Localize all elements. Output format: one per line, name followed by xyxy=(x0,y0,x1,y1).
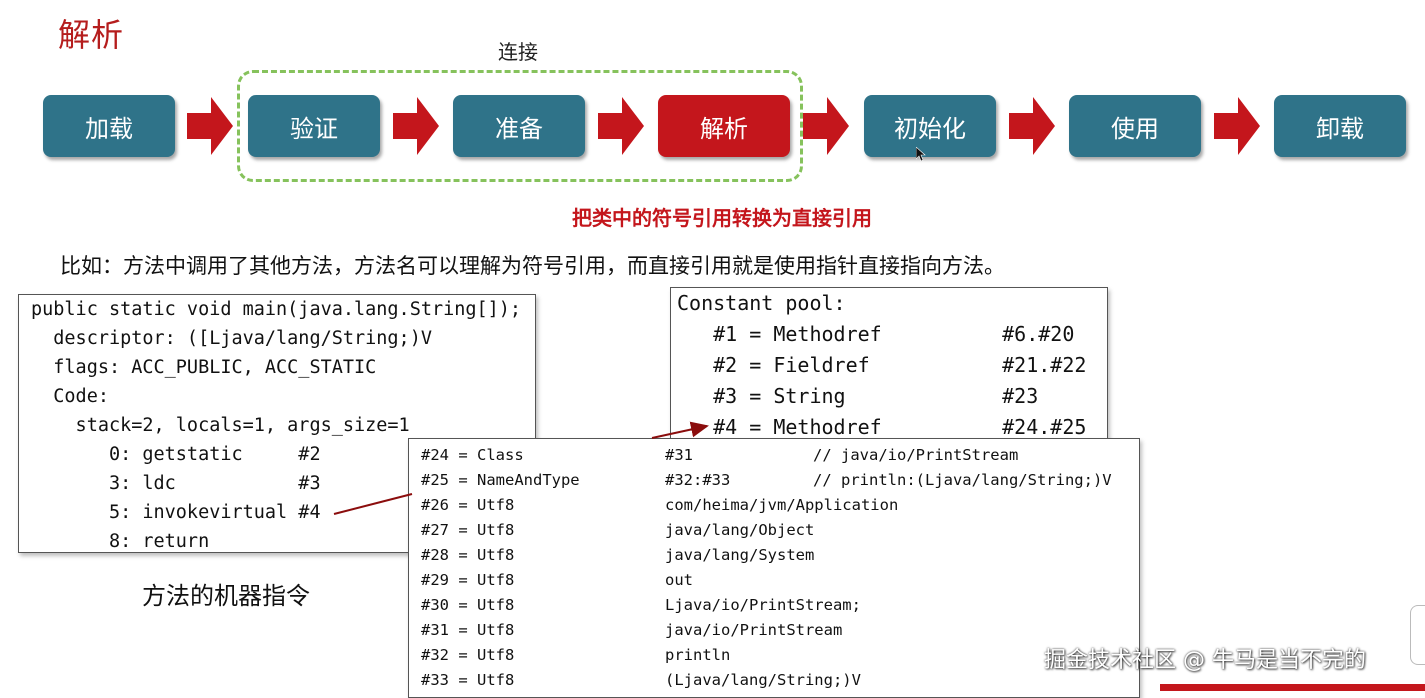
code-line: stack=2, locals=1, args_size=1 xyxy=(31,415,410,436)
pool-entry-id: #24 = Class xyxy=(421,446,524,464)
code-line: 8: return xyxy=(31,531,210,552)
constant-pool-line: #1 = Methodref #6.#20 xyxy=(677,322,1075,346)
flow-arrow-icon xyxy=(187,97,233,155)
stage-unloading: 卸载 xyxy=(1274,95,1406,157)
connect-label: 连接 xyxy=(498,40,538,64)
pool-entry-row: #31 = Utf8 java/io/PrintStream xyxy=(409,617,1139,642)
stage-using: 使用 xyxy=(1069,95,1201,157)
stage-loading: 加载 xyxy=(43,95,175,157)
pool-entry-row: #26 = Utf8 com/heima/jvm/Application xyxy=(409,492,1139,517)
corner-decoration-bar xyxy=(1160,684,1425,691)
example-text: 比如：方法中调用了其他方法，方法名可以理解为符号引用，而直接引用就是使用指针直接… xyxy=(60,254,1005,278)
pool-entry-value: java/lang/Object xyxy=(665,521,815,539)
pool-entry-value: com/heima/jvm/Application xyxy=(665,496,899,514)
constant-pool-header: Constant pool: xyxy=(677,291,846,315)
machine-instructions-caption: 方法的机器指令 xyxy=(142,582,310,610)
page-title: 解析 xyxy=(58,16,125,54)
constant-pool-line: #2 = Fieldref #21.#22 xyxy=(677,353,1087,377)
pool-entry-comment: // java/io/PrintStream xyxy=(813,446,1019,464)
pool-entry-value: #31 xyxy=(665,446,693,464)
code-line: 5: invokevirtual #4 xyxy=(31,502,321,523)
watermark: 掘金技术社区 @ 牛马是当不完的 xyxy=(1044,648,1366,673)
code-line: 3: ldc #3 xyxy=(31,473,321,494)
pool-entry-id: #28 = Utf8 xyxy=(421,546,515,564)
pool-entry-row: #30 = Utf8 Ljava/io/PrintStream; xyxy=(409,592,1139,617)
resolution-subtitle: 把类中的符号引用转换为直接引用 xyxy=(572,206,872,230)
code-line: Code: xyxy=(31,386,109,407)
constant-pool-line: #4 = Methodref #24.#25 xyxy=(677,415,1087,439)
constant-pool-line: #3 = String #23 xyxy=(677,384,1039,408)
flow-arrow-icon xyxy=(393,97,439,155)
pool-entry-id: #33 = Utf8 xyxy=(421,671,515,689)
stage-verification: 验证 xyxy=(248,95,380,157)
flow-arrow-icon xyxy=(803,97,849,155)
constant-pool-box: Constant pool: #1 = Methodref #6.#20 #2 … xyxy=(670,287,1108,447)
connect-group-frame xyxy=(237,70,803,182)
code-line: descriptor: ([Ljava/lang/String;)V xyxy=(31,328,432,349)
pool-entry-id: #31 = Utf8 xyxy=(421,621,515,639)
edge-panel xyxy=(1410,605,1425,665)
pool-entry-row: #27 = Utf8 java/lang/Object xyxy=(409,517,1139,542)
flow-arrow-icon xyxy=(598,97,644,155)
pool-entry-row: #24 = Class #31 // java/io/PrintStream xyxy=(409,442,1139,467)
pool-entry-id: #25 = NameAndType xyxy=(421,471,580,489)
mouse-cursor-icon xyxy=(916,147,926,161)
pool-entry-row: #32 = Utf8 println xyxy=(409,642,1139,667)
pool-entry-value: java/lang/System xyxy=(665,546,815,564)
pool-entry-id: #27 = Utf8 xyxy=(421,521,515,539)
stage-preparation: 准备 xyxy=(453,95,585,157)
flow-arrow-icon xyxy=(1214,97,1260,155)
pool-entry-id: #29 = Utf8 xyxy=(421,571,515,589)
pool-entry-row: #29 = Utf8 out xyxy=(409,567,1139,592)
pool-entry-id: #26 = Utf8 xyxy=(421,496,515,514)
pool-entry-value: println xyxy=(665,646,731,664)
code-line: flags: ACC_PUBLIC, ACC_STATIC xyxy=(31,357,377,378)
pool-entry-value: #32:#33 xyxy=(665,471,731,489)
pool-entry-value: Ljava/io/PrintStream; xyxy=(665,596,861,614)
pool-entry-id: #30 = Utf8 xyxy=(421,596,515,614)
pool-entry-value: out xyxy=(665,571,693,589)
pool-entry-id: #32 = Utf8 xyxy=(421,646,515,664)
stage-initialization: 初始化 xyxy=(864,95,996,157)
stage-resolution: 解析 xyxy=(658,95,790,157)
pool-entry-row: #25 = NameAndType #32:#33 // println:(Lj… xyxy=(409,467,1139,492)
pool-entry-row: #33 = Utf8 (Ljava/lang/String;)V xyxy=(409,667,1139,692)
code-line: 0: getstatic #2 xyxy=(31,444,321,465)
pool-entry-comment: // println:(Ljava/lang/String;)V xyxy=(813,471,1112,489)
pool-entry-row: #28 = Utf8 java/lang/System xyxy=(409,542,1139,567)
pool-entry-value: java/io/PrintStream xyxy=(665,621,843,639)
code-line: public static void main(java.lang.String… xyxy=(31,299,522,320)
flow-arrow-icon xyxy=(1009,97,1055,155)
pool-entry-value: (Ljava/lang/String;)V xyxy=(665,671,861,689)
pool-entries-box: #24 = Class #31 // java/io/PrintStream #… xyxy=(408,438,1140,698)
